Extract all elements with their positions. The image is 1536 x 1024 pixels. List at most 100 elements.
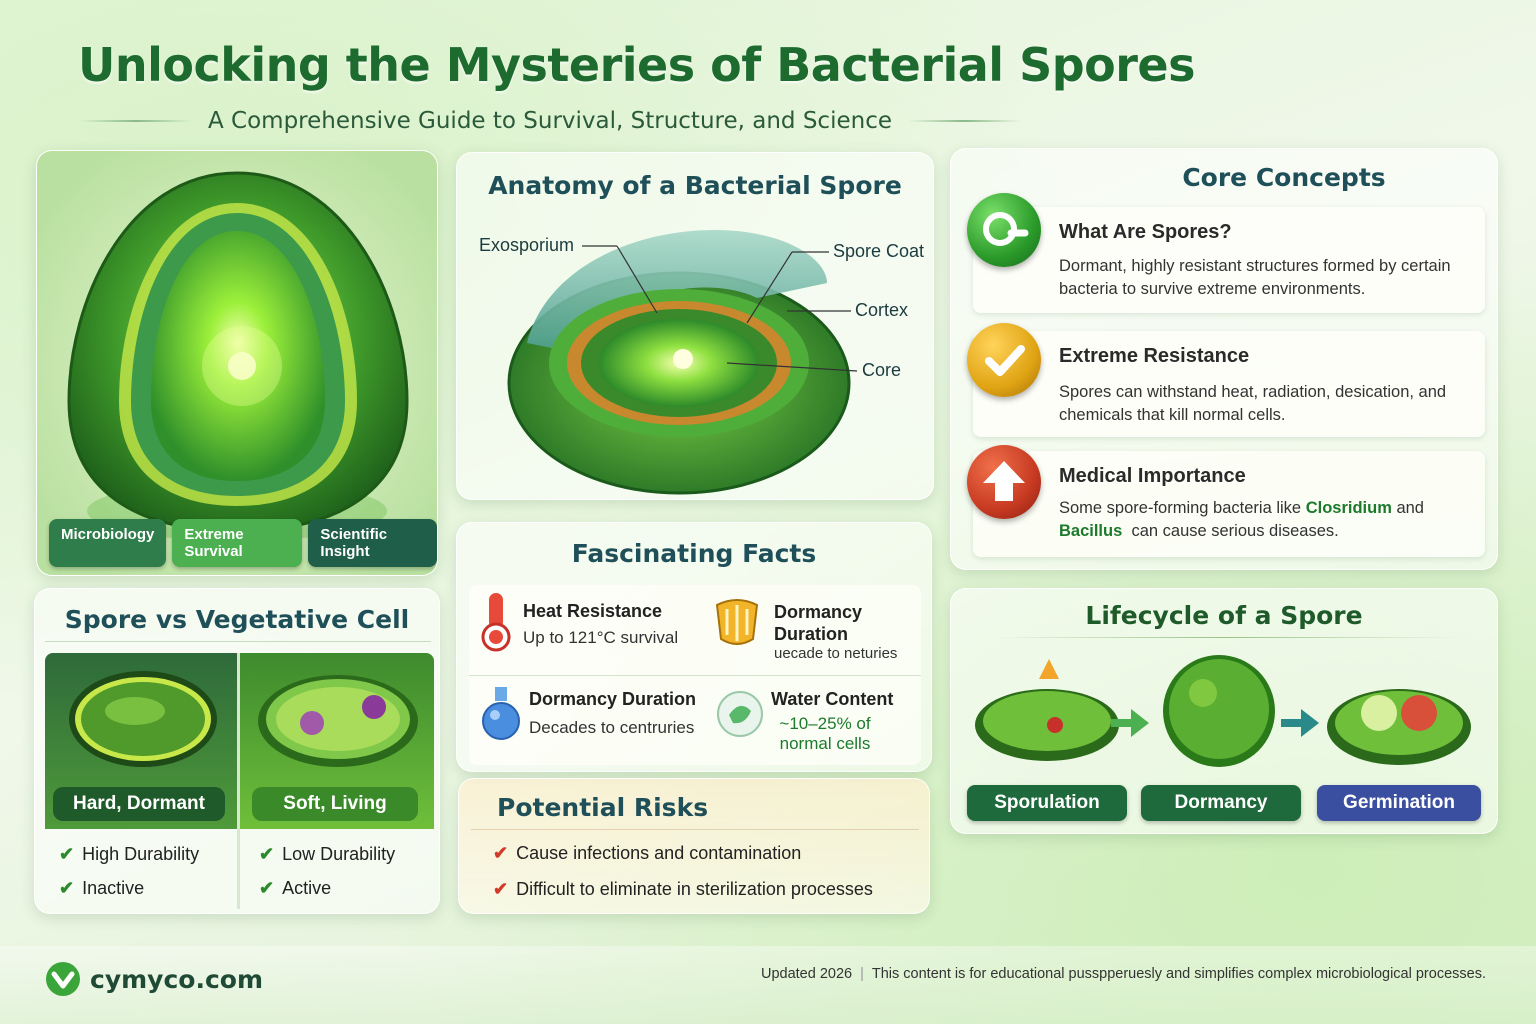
risk-text: Difficult to eliminate in sterilization … <box>516 879 873 899</box>
water-drop-icon <box>717 691 763 737</box>
tag-scientific-insight[interactable]: Scientific Insight <box>308 519 437 567</box>
trait-item: ✔ Low Durability <box>259 837 395 871</box>
fact-dormancy-duration-1: Dormancy Duration uecade to neturies <box>774 601 897 662</box>
fact-name: Water Content <box>771 689 894 709</box>
highlight-bacillus: Bacillus <box>1059 522 1123 540</box>
concept-desc-pre: Some spore-forming bacteria like <box>1059 499 1306 517</box>
thermometer-icon <box>481 593 511 652</box>
green-check-icon: ✔ <box>259 878 275 898</box>
badge-hard-dormant: Hard, Dormant <box>53 787 225 821</box>
concept-desc-mid: and <box>1391 499 1424 517</box>
facts-divider <box>469 675 921 676</box>
anatomy-spore-illustration <box>507 229 858 495</box>
svv-title: Spore vs Vegetative Cell <box>64 605 410 634</box>
fact-name: Dormancy Duration <box>774 602 863 644</box>
footer: cymyco.com Updated 2026 | This content is … <box>0 946 1536 1024</box>
red-check-icon: ✔ <box>493 879 509 899</box>
fact-value: Decades to centruries <box>529 718 695 737</box>
anatomy-panel: Anatomy of a Bacterial Spore <box>456 152 934 500</box>
subtitle-divider-left <box>80 120 192 122</box>
checkmark-icon <box>967 323 1041 397</box>
fact-name: Dormancy Duration <box>529 689 697 709</box>
spore-image: Hard, Dormant <box>45 653 237 829</box>
label-cortex: Cortex <box>855 300 909 320</box>
label-exosporium: Exosporium <box>479 235 575 255</box>
svv-divider <box>45 641 431 642</box>
lifecycle-title: Lifecycle of a Spore <box>1085 601 1363 630</box>
concept-medical-importance: Medical Importance Some spore-forming ba… <box>967 445 1485 557</box>
hourglass-icon <box>715 599 759 645</box>
subtitle-row: A Comprehensive Guide to Survival, Struc… <box>80 106 1020 136</box>
hero-spore-panel: Microbiology Extreme Survival Scientific… <box>36 150 438 576</box>
fact-value: uecade to neturies <box>774 645 898 662</box>
risk-text: Cause infections and contamination <box>516 843 802 863</box>
updated-date: Updated 2026 <box>760 966 853 982</box>
green-check-icon: ✔ <box>59 878 75 898</box>
core-concepts-title: Core Concepts <box>1182 163 1386 192</box>
svv-center-divider <box>237 653 240 909</box>
tag-microbiology[interactable]: Microbiology <box>49 519 167 567</box>
trait-text: Active <box>282 878 332 898</box>
tag-extreme-survival[interactable]: Extreme Survival <box>172 519 303 567</box>
trait-text: Inactive <box>82 878 145 898</box>
green-check-icon: ✔ <box>259 844 275 864</box>
concept-name: What Are Spores? <box>1059 221 1232 243</box>
concept-extreme-resistance: Extreme Resistance Spores can withstand … <box>967 323 1485 437</box>
stage-germination[interactable]: Germination <box>1317 785 1481 821</box>
trait-item: ✔ Inactive <box>59 871 199 905</box>
footer-separator: | <box>860 966 864 982</box>
flask-icon <box>482 687 520 740</box>
anatomy-title: Anatomy of a Bacterial Spore <box>488 171 902 200</box>
fascinating-facts-panel: Fascinating Facts Heat Resistance Up to … <box>456 522 932 772</box>
magnifier-icon <box>967 193 1041 267</box>
badge-soft-living: Soft, Living <box>252 787 418 821</box>
page-subtitle: A Comprehensive Guide to Survival, Struc… <box>208 108 892 134</box>
spore-traits: ✔ High Durability ✔ Inactive <box>59 837 199 905</box>
lifecycle-panel: Lifecycle of a Spore Sporulation Dormanc… <box>950 588 1498 834</box>
trait-item: ✔ Active <box>259 871 395 905</box>
concept-desc: Spores can withstand heat, radiation, de… <box>1059 383 1447 424</box>
trait-text: Low Durability <box>282 844 396 864</box>
vegetative-cell-image: Soft, Living <box>240 653 434 829</box>
risk-item: ✔ Cause infections and contamination <box>493 843 801 864</box>
green-check-icon: ✔ <box>59 844 75 864</box>
brand[interactable]: cymyco.com <box>44 960 263 998</box>
lifecycle-illustration <box>975 655 1471 767</box>
red-check-icon: ✔ <box>493 843 509 863</box>
highlight-closridium: Closridium <box>1305 499 1392 517</box>
concept-desc: Some spore-forming bacteria like Closrid… <box>1059 497 1479 543</box>
brand-logo-icon <box>46 962 80 996</box>
subtitle-divider-right <box>908 120 1020 122</box>
fact-value: Up to 121°C survival <box>523 628 679 647</box>
fact-value: ~10–25% of normal cells <box>779 714 871 753</box>
fact-water-content: Water Content ~10–25% of normal cells <box>771 689 893 754</box>
label-spore-coat: Spore Coat <box>833 241 925 261</box>
concept-name: Extreme Resistance <box>1059 345 1250 367</box>
core-concepts-panel: Core Concepts What Are Spores? Dormant, … <box>950 148 1498 570</box>
risks-title: Potential Risks <box>497 793 709 822</box>
concept-desc-post: can cause serious diseases. <box>1122 522 1339 540</box>
brand-name: cymyco.com <box>90 964 263 994</box>
concept-desc: Dormant, highly resistant structures for… <box>1059 257 1451 298</box>
stage-dormancy[interactable]: Dormancy <box>1141 785 1301 821</box>
hero-spore-illustration <box>37 151 437 575</box>
label-core: Core <box>862 360 902 380</box>
fact-heat-resistance: Heat Resistance Up to 121°C survival <box>523 601 678 648</box>
trait-item: ✔ High Durability <box>59 837 199 871</box>
stage-sporulation[interactable]: Sporulation <box>967 785 1127 821</box>
cell-traits: ✔ Low Durability ✔ Active <box>259 837 395 905</box>
potential-risks-panel: Potential Risks ✔ Cause infections and co… <box>458 778 930 914</box>
risk-item: ✔ Difficult to eliminate in sterilization… <box>493 879 873 900</box>
concept-name: Medical Importance <box>1059 465 1246 487</box>
disclaimer: This content is for educational pusspper… <box>871 966 1486 982</box>
trait-text: High Durability <box>82 844 200 864</box>
page-title: Unlocking the Mysteries of Bacterial Spo… <box>78 38 1196 92</box>
footer-notice: Updated 2026 | This content is for educati… <box>761 966 1486 982</box>
fact-dormancy-duration-2: Dormancy Duration Decades to centruries <box>529 689 696 738</box>
lifecycle-divider <box>991 637 1459 638</box>
up-arrow-icon <box>967 445 1041 519</box>
spore-vs-cell-panel: Spore vs Vegetative Cell Hard, Dormant S… <box>34 588 440 914</box>
fact-name: Heat Resistance <box>523 601 663 621</box>
facts-title: Fascinating Facts <box>571 539 817 568</box>
concept-what-are-spores: What Are Spores? Dormant, highly resista… <box>967 193 1485 313</box>
